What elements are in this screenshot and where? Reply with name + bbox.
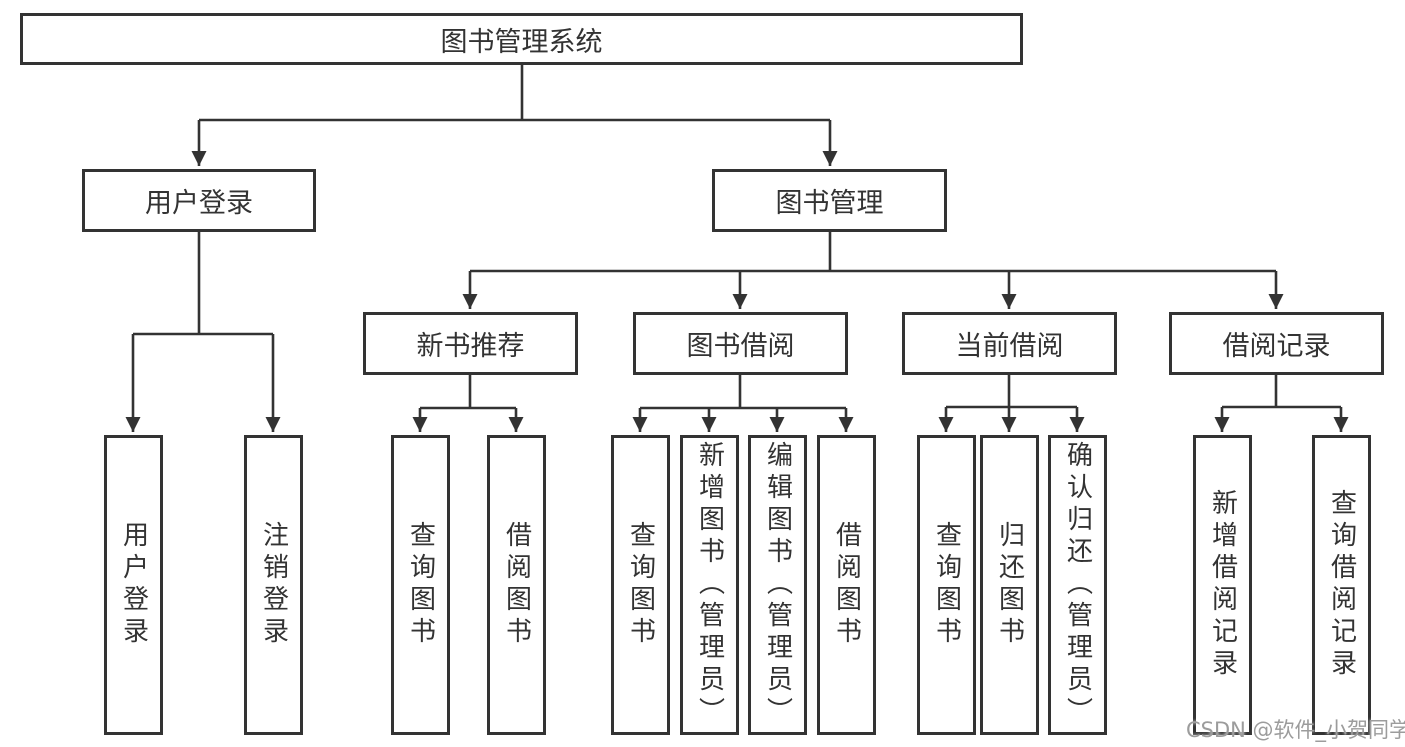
leaf-label: 新增图书（管理员） [694, 441, 725, 729]
leaf-label: 编辑图书（管理员） [762, 441, 793, 729]
leaf-borrow-books-borrow: 借阅图书 [817, 435, 876, 735]
leaf-label: 借阅图书 [501, 521, 532, 649]
node-book-borrow: 图书借阅 [633, 312, 848, 375]
leaf-return-book: 归还图书 [980, 435, 1039, 735]
leaf-query-borrow-record: 查询借阅记录 [1312, 435, 1371, 735]
leaf-label: 查询借阅记录 [1326, 489, 1357, 681]
leaf-query-books-recommend: 查询图书 [391, 435, 450, 735]
leaf-user-login: 用户登录 [104, 435, 163, 735]
node-label: 用户登录 [145, 188, 253, 219]
leaf-edit-book-admin: 编辑图书（管理员） [748, 435, 807, 735]
node-label: 新书推荐 [416, 331, 525, 362]
leaf-add-borrow-record: 新增借阅记录 [1193, 435, 1252, 735]
node-current-borrow: 当前借阅 [902, 312, 1117, 375]
leaf-add-book-admin: 新增图书（管理员） [680, 435, 739, 735]
leaf-label: 查询图书 [405, 521, 436, 649]
leaf-label: 借阅图书 [831, 521, 862, 649]
leaf-label: 注销登录 [258, 521, 289, 649]
leaf-label: 查询图书 [625, 521, 656, 649]
leaf-label: 用户登录 [118, 521, 149, 649]
leaf-logout: 注销登录 [244, 435, 303, 735]
leaf-label: 查询图书 [931, 521, 962, 649]
leaf-query-books-borrow: 查询图书 [611, 435, 670, 735]
node-label: 图书管理系统 [440, 26, 603, 58]
node-root: 图书管理系统 [20, 13, 1023, 65]
leaf-confirm-return-admin: 确认归还（管理员） [1048, 435, 1107, 735]
leaf-label: 新增借阅记录 [1207, 489, 1238, 681]
node-book-management: 图书管理 [712, 169, 947, 232]
node-borrow-records: 借阅记录 [1169, 312, 1384, 375]
node-label: 当前借阅 [955, 331, 1064, 362]
node-label: 图书借阅 [686, 331, 795, 362]
leaf-query-books-current: 查询图书 [917, 435, 976, 735]
leaf-borrow-books-recommend: 借阅图书 [487, 435, 546, 735]
leaf-label: 确认归还（管理员） [1062, 441, 1093, 729]
node-label: 图书管理 [775, 188, 884, 219]
node-new-book-recommend: 新书推荐 [363, 312, 578, 375]
leaf-label: 归还图书 [994, 521, 1025, 649]
node-user-login: 用户登录 [82, 169, 316, 232]
node-label: 借阅记录 [1222, 331, 1331, 362]
watermark: CSDN @软件_小贺同学 [1186, 718, 1405, 742]
